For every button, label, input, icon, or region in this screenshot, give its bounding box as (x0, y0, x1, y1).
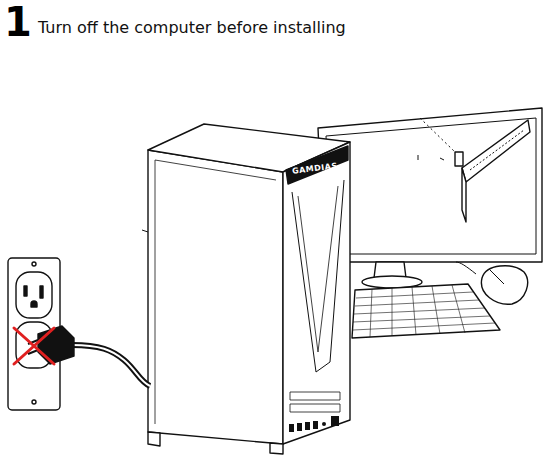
step-title: Turn off the computer before installing (38, 18, 346, 37)
mouse (456, 262, 528, 304)
keyboard (352, 284, 500, 338)
computer-case (142, 124, 350, 454)
step-number-holder: 1 (4, 0, 32, 44)
prohibition-cross (14, 328, 54, 364)
monitor (318, 108, 542, 288)
step-number: 1 (4, 0, 32, 45)
step-title-holder: Turn off the computer before installing (38, 18, 346, 38)
